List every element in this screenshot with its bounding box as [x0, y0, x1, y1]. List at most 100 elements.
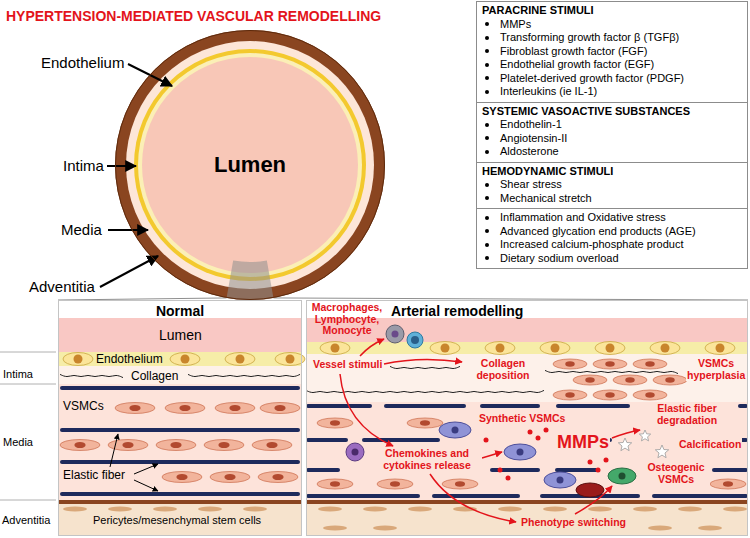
- list-row: Shear stress: [482, 178, 742, 192]
- bullet-dot: [485, 90, 489, 94]
- elastic-fiber: [432, 494, 520, 498]
- cell-nucleus: [236, 355, 245, 364]
- mmp-dot: [596, 468, 601, 473]
- leader-arrow: [110, 434, 118, 467]
- vsmc-cell: [60, 440, 100, 451]
- pericyte-cell: [678, 507, 702, 512]
- heading-row: PARACRINE STIMULI: [482, 4, 742, 18]
- list-row: Dietary sodium overload: [482, 252, 742, 266]
- elastic-fiber: [384, 404, 466, 408]
- cell-nucleus: [224, 474, 235, 480]
- vsmc-cell: [653, 375, 687, 385]
- list-row: Inflammation and Oxidative stress: [482, 211, 742, 225]
- elastic-fiber: [362, 438, 440, 442]
- vsmc-cell: [593, 390, 627, 400]
- calcification-star: [655, 445, 668, 458]
- pericyte-cell: [633, 507, 657, 512]
- endothelial-cell: [705, 342, 735, 355]
- list-row: MMPs: [482, 18, 742, 32]
- media-ring: [126, 41, 374, 289]
- elastic-fiber: [652, 494, 748, 498]
- cell-nucleus: [606, 344, 615, 353]
- media-band: [306, 402, 748, 500]
- bullet-dot: [485, 229, 489, 233]
- cell-nucleus: [390, 481, 400, 487]
- process-label: Chemokines and cytokines release: [372, 448, 482, 471]
- vsmc-cell: [258, 472, 298, 483]
- cell-nucleus: [551, 344, 560, 353]
- process-arrow: [482, 452, 502, 458]
- endothelial-cell: [595, 342, 625, 355]
- adventitia-border: [58, 500, 302, 504]
- calcification-star: [639, 430, 650, 441]
- list-item: Dietary sodium overload: [500, 252, 619, 266]
- row-divider: [0, 500, 56, 501]
- list-row: Aldosterone: [482, 145, 742, 159]
- vsmc-cell: [165, 403, 205, 414]
- process-arrow: [612, 430, 640, 438]
- elastic-fiber: [60, 428, 300, 432]
- cell-nucleus: [605, 361, 615, 367]
- endothelial-cell: [430, 342, 460, 355]
- structure-label: Elastic fiber: [62, 469, 126, 483]
- vsmc-cell: [710, 479, 746, 489]
- artery-cross-section: Lumen: [115, 30, 385, 300]
- mmp-dot: [498, 468, 503, 473]
- elastic-fiber: [60, 460, 300, 464]
- mmp-dot: [544, 428, 549, 433]
- process-label: Osteogenic VSMCs: [642, 462, 710, 485]
- pericyte-cell: [698, 526, 722, 531]
- cell-nucleus: [517, 449, 524, 456]
- cell-nucleus: [645, 361, 655, 367]
- mmp-dot: [528, 430, 533, 435]
- pericyte-cell: [108, 507, 132, 512]
- process-label: Macrophages, Lymphocyte, Monocyte: [310, 302, 384, 337]
- adventitia-band: [306, 504, 748, 536]
- vsmc-cell: [215, 403, 255, 414]
- cell-nucleus: [272, 474, 283, 480]
- list-row: Endothelial growth factor (EGF): [482, 58, 742, 72]
- process-label: Collagen deposition: [466, 358, 540, 381]
- stimuli-table-section: Inflammation and Oxidative stressAdvance…: [476, 208, 748, 269]
- bullet-dot: [485, 150, 489, 154]
- process-label: VSMCs hyperplasia: [686, 358, 746, 381]
- bullet-dot: [485, 183, 489, 187]
- cell-nucleus: [455, 481, 465, 487]
- collagen-fiber: [60, 374, 123, 377]
- lumen-band: [58, 318, 302, 352]
- row-label: Adventitia: [1, 514, 51, 527]
- cell-nucleus: [625, 377, 635, 383]
- cell-nucleus: [411, 336, 419, 344]
- cell-nucleus: [74, 355, 83, 364]
- process-label: Elastic fiber degradation: [640, 403, 734, 426]
- vsmc-cell: [553, 359, 587, 369]
- endothelial-cell: [650, 342, 680, 355]
- cell-nucleus: [645, 392, 655, 398]
- pericyte-cell: [153, 507, 177, 512]
- bullet-dot: [485, 136, 489, 140]
- bullet-dot: [485, 123, 489, 127]
- intima-band: [58, 366, 302, 384]
- pericyte-cell: [498, 507, 522, 512]
- bullet-dot: [485, 216, 489, 220]
- collagen-fiber: [545, 370, 678, 373]
- osteogenic-vsmc-cell: [608, 468, 636, 484]
- collagen-fiber: [390, 366, 460, 368]
- list-row: Advanced glycation end products (AGE): [482, 225, 742, 239]
- process-label: MMPs: [556, 432, 610, 453]
- vsmc-cell: [613, 375, 647, 385]
- cell-nucleus: [170, 442, 181, 448]
- cell-nucleus: [605, 392, 615, 398]
- stimuli-table-section: PARACRINE STIMULIMMPsTransforming growth…: [476, 1, 748, 103]
- lumen-area: [142, 57, 358, 273]
- cell-nucleus: [122, 442, 133, 448]
- media-band: [58, 384, 302, 500]
- pericyte-cell: [588, 507, 612, 512]
- panel-heading: Normal: [156, 303, 204, 319]
- cell-nucleus: [716, 344, 725, 353]
- layer-label: Endothelium: [40, 54, 125, 71]
- list-item: Endothelin-1: [500, 118, 562, 132]
- cell-nucleus: [420, 420, 430, 426]
- pericyte-cell: [723, 507, 747, 512]
- pericyte-cell: [63, 507, 87, 512]
